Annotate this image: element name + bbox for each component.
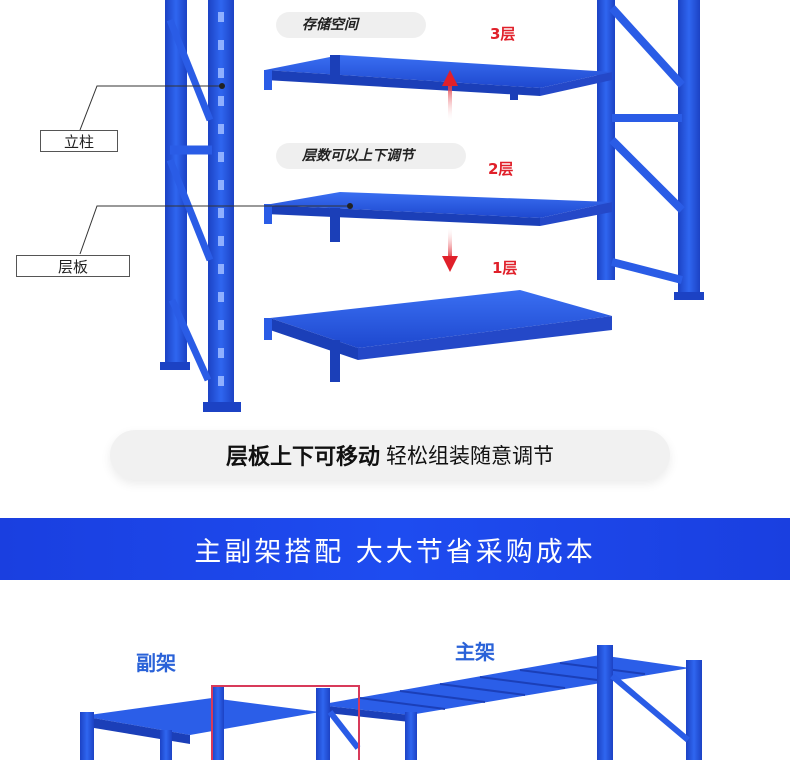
main-frame-label: 主架 (455, 640, 495, 664)
upright-holes (218, 12, 224, 386)
arrow-down-icon (442, 226, 458, 272)
shelf-callout-dot (347, 203, 353, 209)
shelf-layer-3 (264, 55, 612, 100)
shelf-layer-1 (264, 290, 612, 382)
callout-leaders (79, 85, 350, 255)
sub-frame-label: 副架 (136, 651, 176, 675)
adjustable-pill: 层数可以上下调节 (276, 143, 466, 169)
connector-highlight-box (211, 685, 360, 760)
right-bracing (609, 5, 685, 284)
bottom-rack-illustration (80, 645, 702, 760)
left-bracing (166, 18, 214, 382)
info-pill: 层板上下可移动 轻松组装随意调节 (110, 430, 670, 480)
shelf-label: 层板 (16, 255, 130, 277)
info-pill-normal: 轻松组装随意调节 (386, 444, 554, 468)
layer-1-label: 1层 (492, 259, 518, 277)
section-banner: 主副架搭配 大大节省采购成本 (0, 518, 790, 580)
layer-3-label: 3层 (490, 25, 516, 43)
shelf-layer-2 (264, 192, 612, 242)
banner-text: 主副架搭配 大大节省采购成本 (194, 536, 596, 568)
storage-space-pill: 存储空间 (276, 12, 426, 38)
info-pill-strong: 层板上下可移动 (225, 445, 380, 470)
upright-label: 立柱 (40, 130, 118, 152)
layer-2-label: 2层 (488, 160, 514, 178)
right-upright-front (674, 0, 704, 300)
upright-callout-dot (219, 83, 225, 89)
arrow-up-icon (442, 70, 458, 122)
